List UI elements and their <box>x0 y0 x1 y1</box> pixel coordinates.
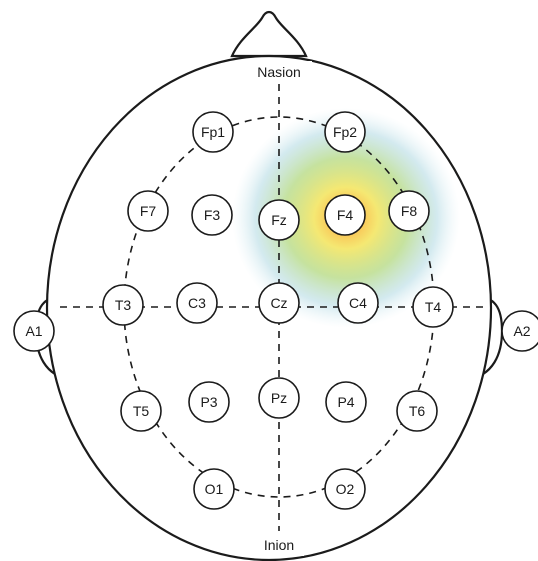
electrode-c3: C3 <box>176 282 218 324</box>
electrode-o1: O1 <box>193 468 235 510</box>
electrode-p4: P4 <box>325 381 367 423</box>
inion-bg <box>254 534 304 556</box>
electrode-f7: F7 <box>127 190 169 232</box>
electrode-f4: F4 <box>324 194 366 236</box>
svg-text:A2: A2 <box>513 323 530 339</box>
svg-text:C4: C4 <box>349 295 367 311</box>
svg-text:F3: F3 <box>204 207 221 223</box>
svg-text:T4: T4 <box>425 299 442 315</box>
svg-text:T5: T5 <box>133 403 150 419</box>
svg-text:F4: F4 <box>337 207 354 223</box>
svg-text:Fz: Fz <box>271 212 287 228</box>
electrode-c4: C4 <box>337 282 379 324</box>
svg-text:T6: T6 <box>409 403 426 419</box>
electrode-t4: T4 <box>412 286 454 328</box>
svg-text:O2: O2 <box>336 481 355 497</box>
nasion-label: Nasion <box>257 64 301 80</box>
svg-text:F8: F8 <box>401 203 418 219</box>
inion-label: Inion <box>264 537 294 553</box>
svg-text:Cz: Cz <box>270 295 287 311</box>
electrode-o2: O2 <box>324 468 366 510</box>
electrode-f3: F3 <box>191 194 233 236</box>
electrode-t5: T5 <box>120 390 162 432</box>
svg-text:F7: F7 <box>140 203 157 219</box>
nose <box>230 10 308 58</box>
electrode-fp2: Fp2 <box>324 111 366 153</box>
nasion-bg <box>246 61 312 83</box>
electrode-fz: Fz <box>258 199 300 241</box>
electrode-t6: T6 <box>396 390 438 432</box>
svg-text:C3: C3 <box>188 295 206 311</box>
electrode-fp1: Fp1 <box>192 111 234 153</box>
svg-text:P4: P4 <box>337 394 354 410</box>
svg-text:P3: P3 <box>200 394 217 410</box>
electrode-pz: Pz <box>258 377 300 419</box>
electrode-f8: F8 <box>388 190 430 232</box>
svg-text:Pz: Pz <box>271 390 287 406</box>
svg-text:A1: A1 <box>25 323 42 339</box>
electrode-t3: T3 <box>102 284 144 326</box>
svg-text:O1: O1 <box>205 481 224 497</box>
electrode-a2: A2 <box>501 310 538 352</box>
svg-text:T3: T3 <box>115 297 132 313</box>
electrode-p3: P3 <box>188 381 230 423</box>
svg-text:Fp1: Fp1 <box>201 124 225 140</box>
electrode-cz: Cz <box>258 282 300 324</box>
svg-text:Fp2: Fp2 <box>333 124 357 140</box>
electrode-a1: A1 <box>13 310 55 352</box>
